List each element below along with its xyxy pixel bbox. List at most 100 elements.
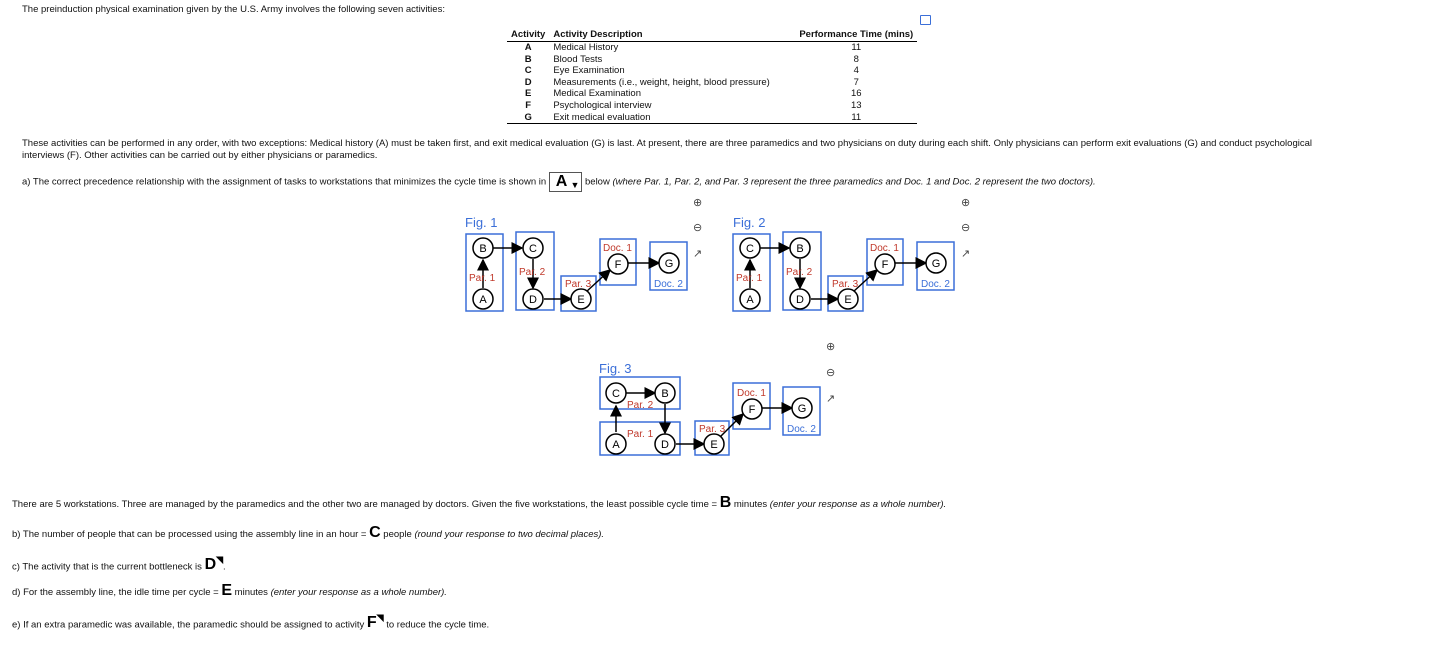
fig1-node-f: F	[615, 259, 622, 271]
question-e: e) If an extra paramedic was available, …	[12, 610, 489, 633]
question-d-prefix: d) For the assembly line, the idle time …	[12, 587, 219, 598]
cell: 16	[850, 88, 862, 100]
answer-e-field[interactable]: E	[221, 582, 233, 599]
fig1-node-c: C	[529, 243, 537, 255]
cell: D	[524, 76, 532, 88]
question-e-prefix: e) If an extra paramedic was available, …	[12, 619, 365, 631]
cell: 11	[795, 111, 918, 125]
answer-a-dropdown[interactable]: A▼	[548, 172, 583, 192]
fig2-node-e: E	[844, 294, 851, 306]
fig2-node-d: D	[796, 294, 804, 306]
fig1-label-doc1: Doc. 1	[603, 243, 632, 254]
fig3-ws-doc1	[732, 382, 771, 430]
answer-d-dropdown[interactable]: D◥	[204, 555, 223, 574]
fig3-label-doc1: Doc. 1	[737, 388, 766, 399]
fig1-label-doc2: Doc. 2	[654, 279, 683, 290]
question-a-prefix: a) The correct precedence relationship w…	[22, 176, 547, 188]
question-c: c) The activity that is the current bott…	[12, 552, 226, 575]
question-d-unit: minutes	[234, 587, 268, 598]
answer-c-field[interactable]: C	[369, 524, 381, 541]
cell: B	[524, 53, 532, 65]
fig2-zoom-out-icon[interactable]: ⊖	[961, 222, 971, 234]
fig3-node-b: B	[661, 388, 668, 400]
fig2-ws-par2	[782, 231, 822, 311]
cell: 11	[851, 42, 862, 53]
fig2-node-g: G	[932, 258, 941, 270]
fig3-ws-par1	[599, 421, 681, 456]
fig2-ws-par1	[732, 233, 771, 312]
question-b-prefix: b) The number of people that can be proc…	[12, 529, 367, 540]
cell: 13	[850, 99, 862, 111]
answer-d-value: D	[204, 556, 217, 574]
figure-2[interactable]: Fig. 2 C B A D E F G Par. 1 Par. 2 Par. …	[732, 215, 955, 312]
fig1-ws-par1	[465, 233, 504, 312]
cell: E	[524, 88, 532, 100]
cell: 7	[853, 76, 859, 88]
cell: Psychological interview	[553, 99, 652, 111]
dropdown-corner-icon: ◥	[376, 613, 384, 623]
fig2-ws-doc1	[866, 238, 904, 286]
fig2-title: Fig. 2	[733, 215, 766, 230]
fig1-expand-icon[interactable]: ↗	[693, 248, 703, 260]
export-icon[interactable]	[920, 15, 931, 25]
fig2-label-doc2: Doc. 2	[921, 279, 950, 290]
fig3-label-par1: Par. 1	[627, 429, 654, 440]
fig3-title: Fig. 3	[599, 361, 632, 376]
table-row: E Medical Examination 16	[507, 88, 917, 100]
fig2-label-par3: Par. 3	[832, 279, 859, 290]
question-b-unit: people	[383, 529, 412, 540]
col-activity: Activity	[507, 29, 550, 42]
fig2-label-doc1: Doc. 1	[870, 243, 899, 254]
cell: Medical History	[553, 42, 619, 53]
figure-3[interactable]: Fig. 3 C B A D E F G Par. 2 Par. 1 Par. …	[599, 361, 821, 456]
fig1-node-a: A	[479, 294, 487, 306]
question-b: b) The number of people that can be proc…	[12, 525, 604, 543]
workstations-unit: minutes	[733, 499, 768, 510]
question-a-mid: below	[585, 176, 610, 188]
fig3-node-g: G	[798, 403, 807, 415]
fig2-node-c: C	[746, 243, 754, 255]
answer-f-dropdown[interactable]: F◥	[366, 613, 384, 632]
fig3-zoom-out-icon[interactable]: ⊖	[826, 367, 836, 379]
fig1-node-g: G	[665, 258, 674, 270]
fig1-label-par1: Par. 1	[469, 273, 496, 284]
fig2-label-par1: Par. 1	[736, 273, 763, 284]
fig3-node-d: D	[661, 439, 669, 451]
cell: Measurements (i.e., weight, height, bloo…	[553, 76, 770, 88]
fig2-expand-icon[interactable]: ↗	[961, 248, 971, 260]
constraints-text-2: interviews (F). Other activities can be …	[22, 150, 378, 161]
fig3-node-a: A	[612, 439, 620, 451]
fig1-zoom-out-icon[interactable]: ⊖	[693, 222, 703, 234]
cell: 4	[853, 65, 859, 77]
col-description: Activity Description	[549, 29, 796, 42]
fig1-node-b: B	[479, 243, 486, 255]
cell: Medical Examination	[553, 88, 641, 100]
constraints-text-1: These activities can be performed in any…	[22, 138, 1312, 149]
cell: 8	[853, 53, 859, 65]
cell: G	[507, 111, 550, 125]
fig1-ws-doc1	[599, 238, 637, 286]
fig3-label-par2: Par. 2	[627, 400, 654, 411]
fig1-zoom-in-icon[interactable]: ⊕	[693, 197, 703, 209]
col-time: Performance Time (mins)	[795, 29, 918, 42]
workstations-note: (enter your response as a whole number).	[769, 499, 947, 510]
fig1-label-par3: Par. 3	[565, 279, 592, 290]
answer-b-field[interactable]: B	[719, 494, 732, 511]
fig3-node-c: C	[612, 388, 620, 400]
fig2-zoom-in-icon[interactable]: ⊕	[961, 197, 971, 209]
cell: Blood Tests	[553, 53, 603, 65]
question-b-note: (round your response to two decimal plac…	[414, 529, 605, 540]
figure-1[interactable]: Fig. 1 B C A D E F G Par. 1 Par. 2 Par. …	[465, 215, 688, 312]
fig3-node-f: F	[749, 404, 756, 416]
question-a: a) The correct precedence relationship w…	[22, 172, 1096, 193]
cell: F	[525, 99, 532, 111]
table-header-row: Activity Activity Description Performanc…	[507, 29, 918, 42]
answer-f-value: F	[366, 614, 377, 632]
fig3-expand-icon[interactable]: ↗	[826, 393, 836, 405]
question-d: d) For the assembly line, the idle time …	[12, 583, 447, 601]
fig3-zoom-in-icon[interactable]: ⊕	[826, 341, 836, 353]
fig1-node-d: D	[529, 294, 537, 306]
